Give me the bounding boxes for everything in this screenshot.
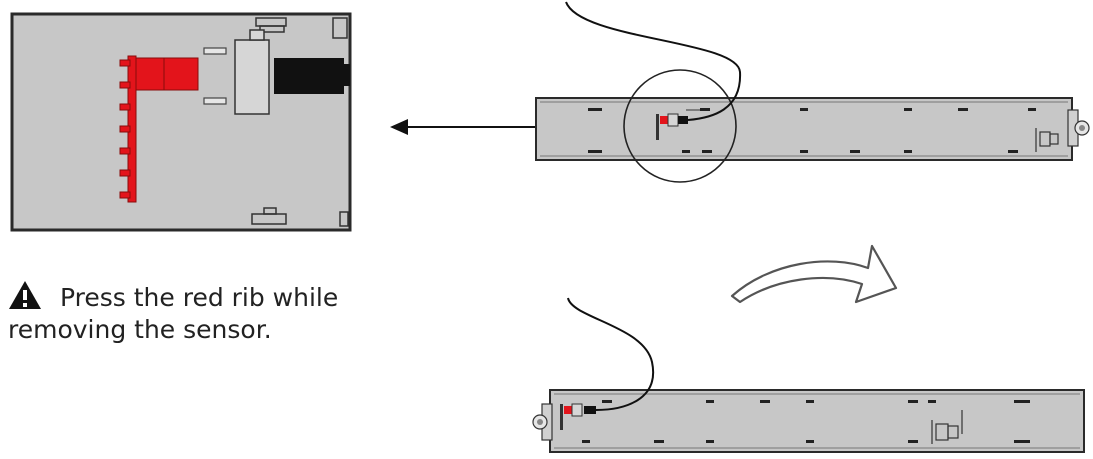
detail-zoom-panel bbox=[10, 12, 352, 232]
rail-before bbox=[535, 1, 1090, 183]
rail-before-end-cap bbox=[1067, 109, 1090, 147]
rail-before-cable bbox=[565, 1, 742, 121]
warning-triangle-icon bbox=[9, 281, 41, 309]
rail-after-cable bbox=[567, 297, 655, 411]
rail-before-sensor bbox=[656, 109, 700, 140]
rail-after-clips bbox=[582, 400, 1030, 443]
caption-line-1: Press the red rib while bbox=[8, 280, 408, 314]
rail-after-end-cap bbox=[532, 403, 553, 441]
rail-after-right-sensor bbox=[931, 410, 963, 444]
detail-sensor-housing bbox=[234, 29, 270, 115]
detail-sensor-connector bbox=[274, 58, 350, 94]
detail-red-rib bbox=[119, 55, 199, 203]
warning-caption: Press the red rib while removing the sen… bbox=[8, 280, 408, 346]
magnifier-circle bbox=[623, 69, 737, 183]
curved-arrow-icon bbox=[730, 244, 898, 304]
rail-before-clips bbox=[588, 108, 1036, 153]
detail-bottom-clip bbox=[251, 207, 349, 227]
caption-text-line-2: removing the sensor. bbox=[8, 315, 272, 344]
caption-text-line-1: Press the red rib while bbox=[60, 283, 339, 312]
detail-slots bbox=[203, 47, 227, 105]
rail-after bbox=[532, 297, 1085, 453]
detail-top-clip bbox=[255, 17, 348, 39]
rail-after-sensor bbox=[560, 403, 596, 430]
rail-before-right-sensor bbox=[1035, 128, 1059, 152]
